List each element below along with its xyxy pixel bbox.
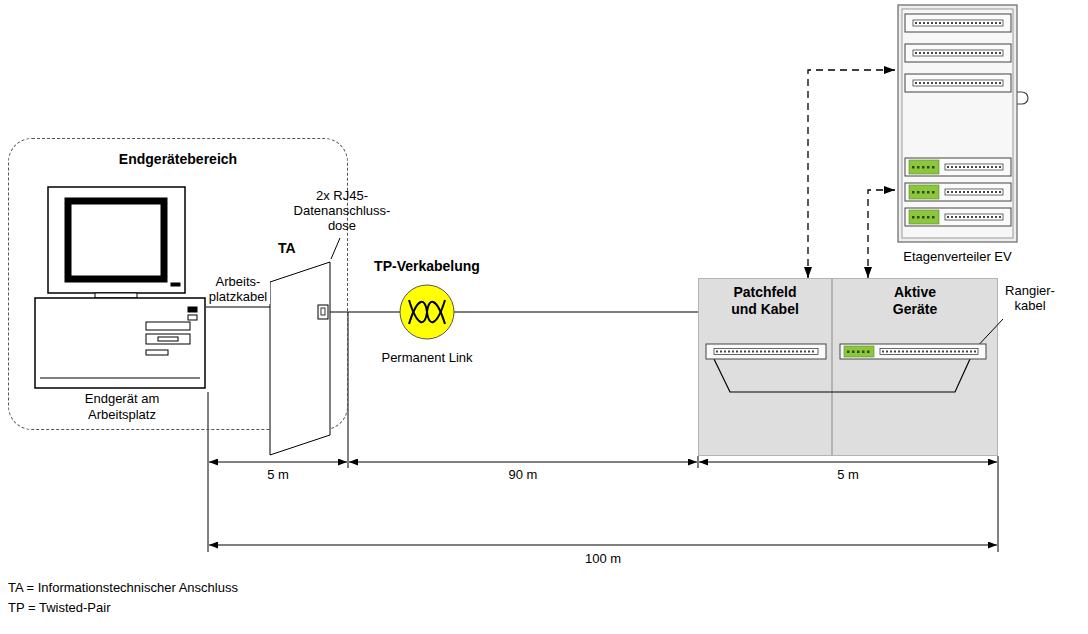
cable-line	[454, 311, 698, 312]
active-area: Aktive Geräte	[832, 278, 998, 456]
computer-icon	[35, 187, 205, 388]
callout-label: 2x RJ45- Datenanschluss- dose	[292, 188, 392, 233]
patch-cable	[714, 359, 970, 392]
dimension-label: 5 m	[248, 467, 308, 482]
wall-outlet: TA	[262, 240, 340, 458]
rack-cabinet	[898, 5, 1028, 242]
dashed-arrow	[808, 70, 895, 278]
outlet-plate	[262, 240, 340, 458]
cable-line	[328, 311, 400, 312]
note-text: TA = Informationstechnischer Anschluss	[8, 580, 408, 595]
device-label: Endgerät am Arbeitsplatz	[70, 391, 174, 425]
cable-label: Permanent Link	[381, 350, 472, 366]
computer: Endgerät am Arbeitsplatz	[34, 185, 210, 425]
switch-device	[905, 183, 1011, 201]
note-text: TP = Twisted-Pair	[8, 600, 408, 615]
switch-device	[905, 158, 1011, 176]
patch-area: Patchfeld und Kabel	[698, 278, 832, 456]
cable-heading: TP-Verkabelung	[374, 258, 480, 275]
twisted-pair-symbol	[397, 282, 457, 342]
area-heading: Patchfeld und Kabel	[724, 279, 806, 318]
leader-line	[973, 319, 1003, 351]
switch-device	[905, 208, 1011, 226]
patch-panel	[905, 44, 1011, 62]
patch-panel	[706, 344, 826, 359]
patch-panel	[905, 14, 1011, 32]
callout-label: Rangier- kabel	[1000, 283, 1060, 313]
floor-distributor: Etagenverteiler EV	[895, 3, 1020, 265]
area-heading: Aktive Geräte	[879, 279, 951, 318]
distributor-label: Etagenverteiler EV	[903, 249, 1011, 265]
leader-line	[331, 238, 340, 259]
switch-device	[840, 344, 986, 359]
dashed-arrow	[868, 190, 895, 278]
dimension-label: 5 m	[818, 467, 878, 482]
cable-symbol: TP-VerkabelungPermanent Link	[365, 258, 489, 366]
patch-panel	[905, 74, 1011, 92]
cable-line	[206, 306, 270, 307]
dimension-label: 100 m	[573, 551, 633, 566]
edge-label: Arbeits- platzkabel	[206, 274, 270, 304]
area-heading: Endgerätebereich	[119, 139, 237, 167]
dimension-label: 90 m	[493, 467, 553, 482]
outlet-heading: TA	[278, 240, 296, 257]
